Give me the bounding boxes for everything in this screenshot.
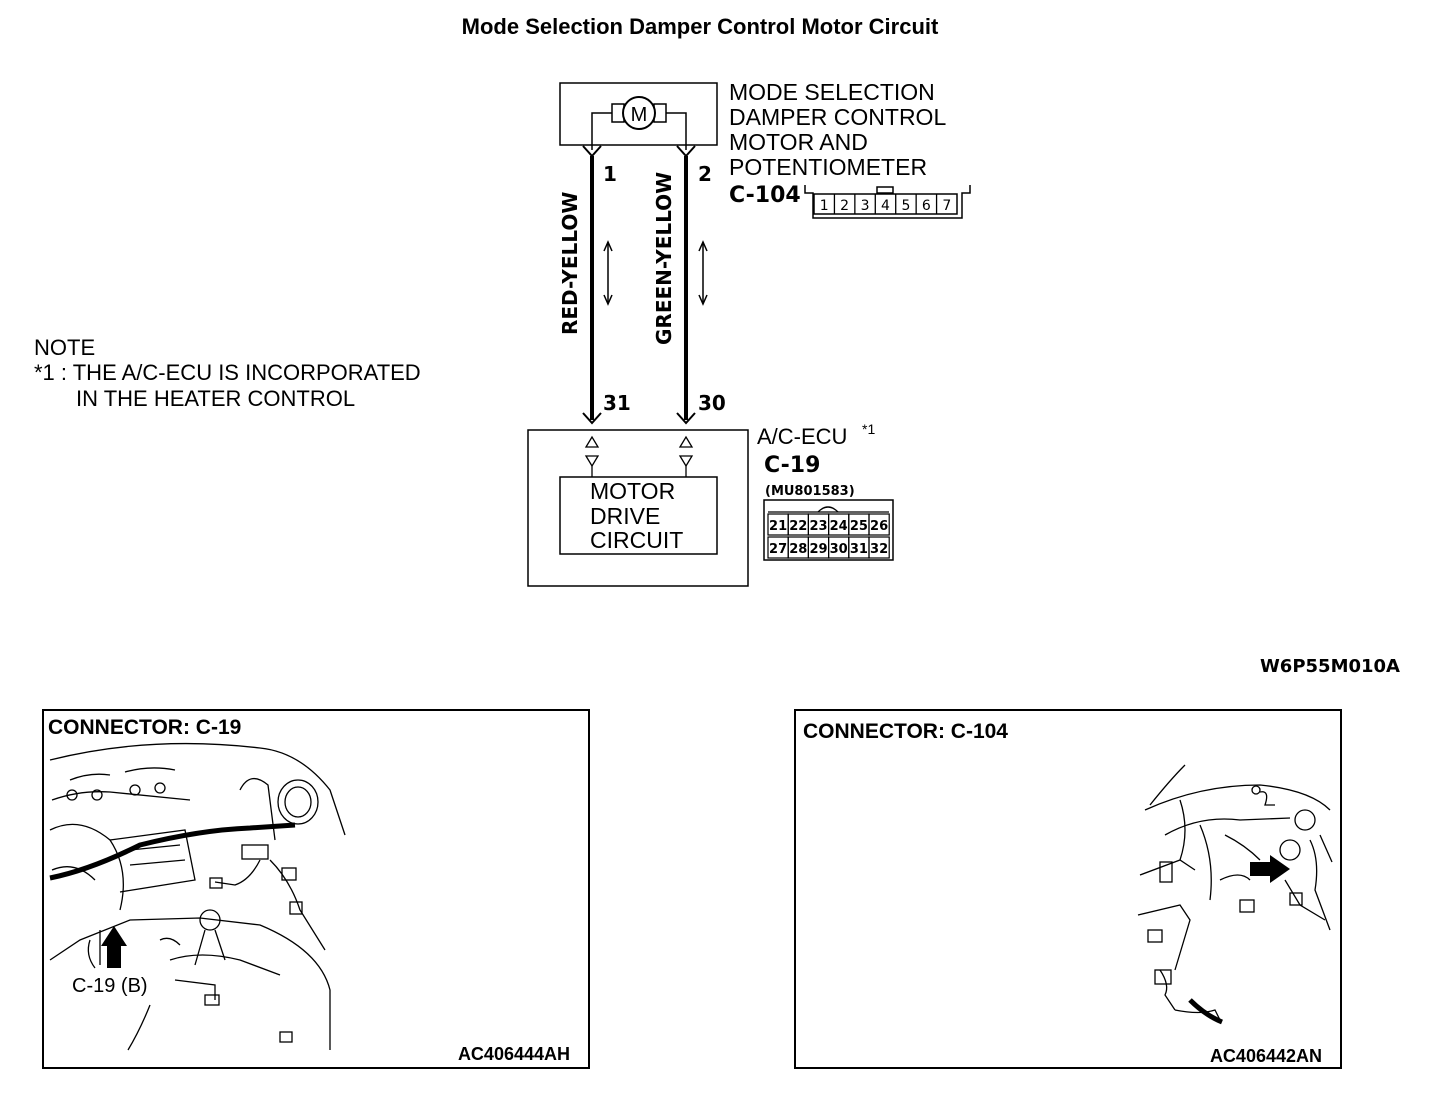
motor-drive-circuit-box <box>559 476 718 555</box>
connector-c19-panel: CONNECTOR: C-19 <box>42 709 590 1069</box>
terminal-chevron-30 <box>676 412 696 425</box>
locator-arrow-icon <box>101 926 127 968</box>
motor-symbol-letter: M <box>631 104 648 126</box>
c19-pin: 29 <box>809 542 827 557</box>
signal-arrow-left-icon <box>603 240 613 306</box>
panel-left-title: CONNECTOR: C-19 <box>48 716 241 739</box>
terminal-2-label: 2 <box>698 162 712 186</box>
c104-pin: 7 <box>942 198 951 214</box>
panel-left-callout: C-19 (B) <box>72 975 148 997</box>
c104-pin: 4 <box>881 198 890 214</box>
ecu-box <box>527 429 749 587</box>
ecu-input-symbol-left-icon <box>584 435 600 477</box>
connector-c104-panel: CONNECTOR: C-104 <box>794 709 1342 1069</box>
c104-pin: 5 <box>901 198 910 214</box>
terminal-chevron-31 <box>582 412 602 425</box>
motor-label-line-1: MODE SELECTION <box>729 79 935 105</box>
motor-label-line-4: POTENTIOMETER <box>729 154 927 180</box>
ecu-part-number: (MU801583) <box>765 484 855 499</box>
note-block: NOTE *1 : THE A/C-ECU IS INCORPORATED IN… <box>34 335 421 411</box>
wire-harness-illustration-right <box>1188 998 1223 1025</box>
terminal-30-label: 30 <box>698 391 726 415</box>
c104-pin: 6 <box>922 198 931 214</box>
ecu-label-superscript: *1 <box>862 421 875 437</box>
c19-pin: 27 <box>769 542 787 557</box>
wire-color-left: RED-YELLOW <box>558 192 582 335</box>
motor-component-box <box>559 82 718 146</box>
diagram-code: W6P55M010A <box>1260 656 1400 677</box>
motor-label-line-3: MOTOR AND <box>729 129 868 155</box>
c19-pin: 25 <box>850 519 868 534</box>
motor-component-label: MODE SELECTION DAMPER CONTROL MOTOR AND … <box>729 79 946 208</box>
c19-pin: 21 <box>769 519 787 534</box>
signal-arrow-right-icon <box>698 240 708 306</box>
motor-component: M <box>559 82 718 158</box>
c19-pin: 22 <box>789 519 807 534</box>
ecu-component: MOTOR DRIVE CIRCUIT <box>527 429 749 587</box>
panel-right-code: AC406442AN <box>1210 1046 1322 1066</box>
diagram-title: Mode Selection Damper Control Motor Circ… <box>462 14 939 39</box>
motor-icon: M <box>611 96 667 130</box>
drive-circuit-line-3: CIRCUIT <box>590 527 683 553</box>
c19-pin: 24 <box>830 519 848 534</box>
note-line-2: IN THE HEATER CONTROL <box>76 386 355 411</box>
terminal-1-label: 1 <box>603 162 617 186</box>
c19-pin: 32 <box>870 542 888 557</box>
drive-circuit-line-2: DRIVE <box>590 503 660 529</box>
c19-pin: 23 <box>809 519 827 534</box>
c104-pin: 2 <box>840 198 849 214</box>
motor-label-line-2: DAMPER CONTROL <box>729 104 946 130</box>
c104-pin: 3 <box>861 198 870 214</box>
dashboard-underside-illustration <box>1137 764 1333 1021</box>
note-line-1: *1 : THE A/C-ECU IS INCORPORATED <box>34 360 421 385</box>
c19-pin: 28 <box>789 542 807 557</box>
motor-connector-id: C-104 <box>729 183 801 208</box>
panel-left-code: AC406444AH <box>458 1044 570 1064</box>
c19-pin: 31 <box>850 542 868 557</box>
c19-pin: 26 <box>870 519 888 534</box>
terminal-31-label: 31 <box>603 391 631 415</box>
c19-pin: 30 <box>830 542 848 557</box>
drive-circuit-line-1: MOTOR <box>590 478 675 504</box>
note-heading: NOTE <box>34 335 95 360</box>
c104-pin: 1 <box>820 198 829 214</box>
ecu-connector-id: C-19 <box>764 453 820 478</box>
ecu-label: A/C-ECU <box>757 424 847 449</box>
ecu-input-symbol-right-icon <box>678 435 694 477</box>
wire-color-right: GREEN-YELLOW <box>652 172 676 345</box>
dashboard-location-illustration <box>49 742 346 1051</box>
locator-arrow-right-icon <box>1250 855 1290 883</box>
wire-harness-illustration <box>49 822 296 881</box>
panel-right-title: CONNECTOR: C-104 <box>803 720 1008 743</box>
